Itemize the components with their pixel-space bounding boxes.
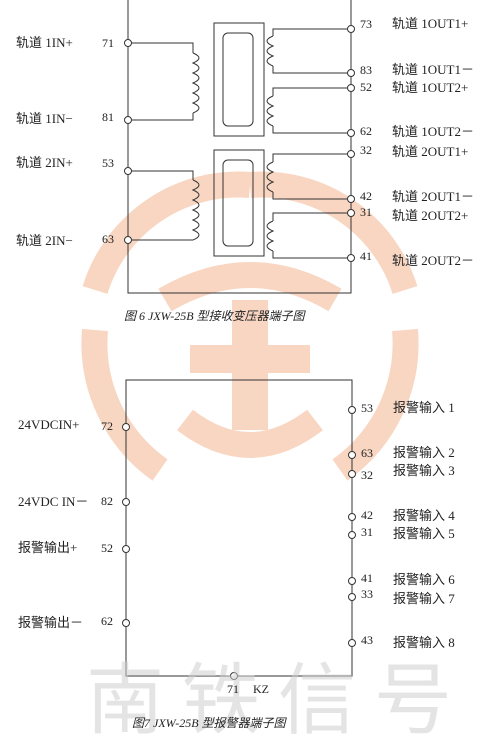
fig7-right-num-3: 32 xyxy=(361,468,373,482)
fig6-left-num-2: 81 xyxy=(102,110,114,124)
fig6-right-num-4: 62 xyxy=(360,124,372,138)
fig7-right-label-2: 报警输入 2 xyxy=(393,445,455,460)
coil-secondary-2b xyxy=(266,220,275,252)
fig7-right-label-1: 报警输入 1 xyxy=(393,400,455,415)
fig7-right-num-4: 42 xyxy=(361,508,373,522)
fig7-right-label-6: 报警输入 6 xyxy=(393,572,455,587)
fig6-right-label-8: 轨道 2OUT2－ xyxy=(392,253,474,268)
fig6-right-label-4: 轨道 1OUT2－ xyxy=(392,124,474,139)
fig6-left-label-1: 轨道 1IN+ xyxy=(16,35,73,50)
fig7-box xyxy=(125,379,353,677)
fig6-left-label-2: 轨道 1IN− xyxy=(16,111,73,126)
fig6-right-label-1: 轨道 1OUT1+ xyxy=(392,16,469,31)
fig7-left-num-1: 72 xyxy=(101,419,113,433)
coil-secondary-1b xyxy=(266,95,275,127)
fig6-right-label-7: 轨道 2OUT2+ xyxy=(392,208,469,223)
fig6-right-num-8: 41 xyxy=(360,249,372,263)
coil-primary-2 xyxy=(191,179,200,241)
fig6-left-label-3: 轨道 2IN+ xyxy=(16,155,73,170)
fig7-right-label-3: 报警输入 3 xyxy=(393,463,455,478)
fig6-right-label-6: 轨道 2OUT1－ xyxy=(392,189,474,204)
fig7-left-label-2: 24VDC IN－ xyxy=(18,494,89,509)
diagram-linework xyxy=(122,0,356,680)
fig6-right-num-7: 31 xyxy=(360,205,372,219)
nantie-logo-watermark xyxy=(81,171,419,481)
fig7-left-label-4: 报警输出－ xyxy=(18,615,84,630)
coil-secondary-1a xyxy=(266,35,275,67)
fig6-left-num-1: 71 xyxy=(102,36,114,50)
fig6-right-num-1: 73 xyxy=(360,17,372,31)
fig6-caption: 图 6 JXW-25B 型接收变压器端子图 xyxy=(124,309,305,323)
fig7-right-label-5: 报警输入 5 xyxy=(393,526,455,541)
fig7-left-num-2: 82 xyxy=(101,494,113,508)
fig7-bottom-num: 71 xyxy=(227,682,239,696)
core-2-outer xyxy=(213,149,265,257)
fig6-box xyxy=(127,0,352,294)
coil-secondary-2a xyxy=(266,161,275,193)
fig7-left-label-3: 报警输出+ xyxy=(18,540,78,555)
fig7-right-label-4: 报警输入 4 xyxy=(393,508,455,523)
fig7-right-num-7: 33 xyxy=(361,587,373,601)
fig6-left-num-3: 53 xyxy=(102,156,114,170)
fig7-right-label-7: 报警输入 7 xyxy=(393,591,455,606)
fig6-left-num-4: 63 xyxy=(102,232,114,246)
terminal-diagram-page: 南铁信号 轨道 1IN+ 71 轨道 1IN− 81 轨道 2IN+ 53 轨道… xyxy=(16,0,474,746)
fig6-right-num-6: 42 xyxy=(360,189,372,203)
fig7-right-num-5: 31 xyxy=(361,525,373,539)
fig6-right-num-2: 83 xyxy=(360,63,372,77)
fig7-right-num-8: 43 xyxy=(361,633,373,647)
fig7-left-num-3: 52 xyxy=(101,541,113,555)
fig7-right-num-6: 41 xyxy=(361,571,373,585)
fig6-right-label-2: 轨道 1OUT1－ xyxy=(392,62,474,77)
fig7-right-label-8: 报警输入 8 xyxy=(393,635,455,650)
watermark-text: 南铁信号 xyxy=(86,656,471,746)
fig6-right-label-3: 轨道 1OUT2+ xyxy=(392,80,469,95)
core-1-outer xyxy=(213,22,265,137)
fig7-caption: 图7 JXW-25B 型报警器端子图 xyxy=(132,716,286,730)
fig7-left-num-4: 62 xyxy=(101,614,113,628)
core-2-inner xyxy=(222,159,254,247)
fig6-right-num-5: 32 xyxy=(360,143,372,157)
fig7-right-num-2: 63 xyxy=(361,446,373,460)
fig7-left-label-1: 24VDCIN+ xyxy=(18,417,80,432)
fig7-right-num-1: 53 xyxy=(361,401,373,415)
fig6-right-label-5: 轨道 2OUT1+ xyxy=(392,144,469,159)
fig7-bottom-label: KZ xyxy=(253,682,269,696)
coil-primary-1 xyxy=(191,52,200,114)
fig6-left-label-4: 轨道 2IN− xyxy=(16,233,73,248)
fig6-right-num-3: 52 xyxy=(360,80,372,94)
core-1-inner xyxy=(222,32,254,127)
